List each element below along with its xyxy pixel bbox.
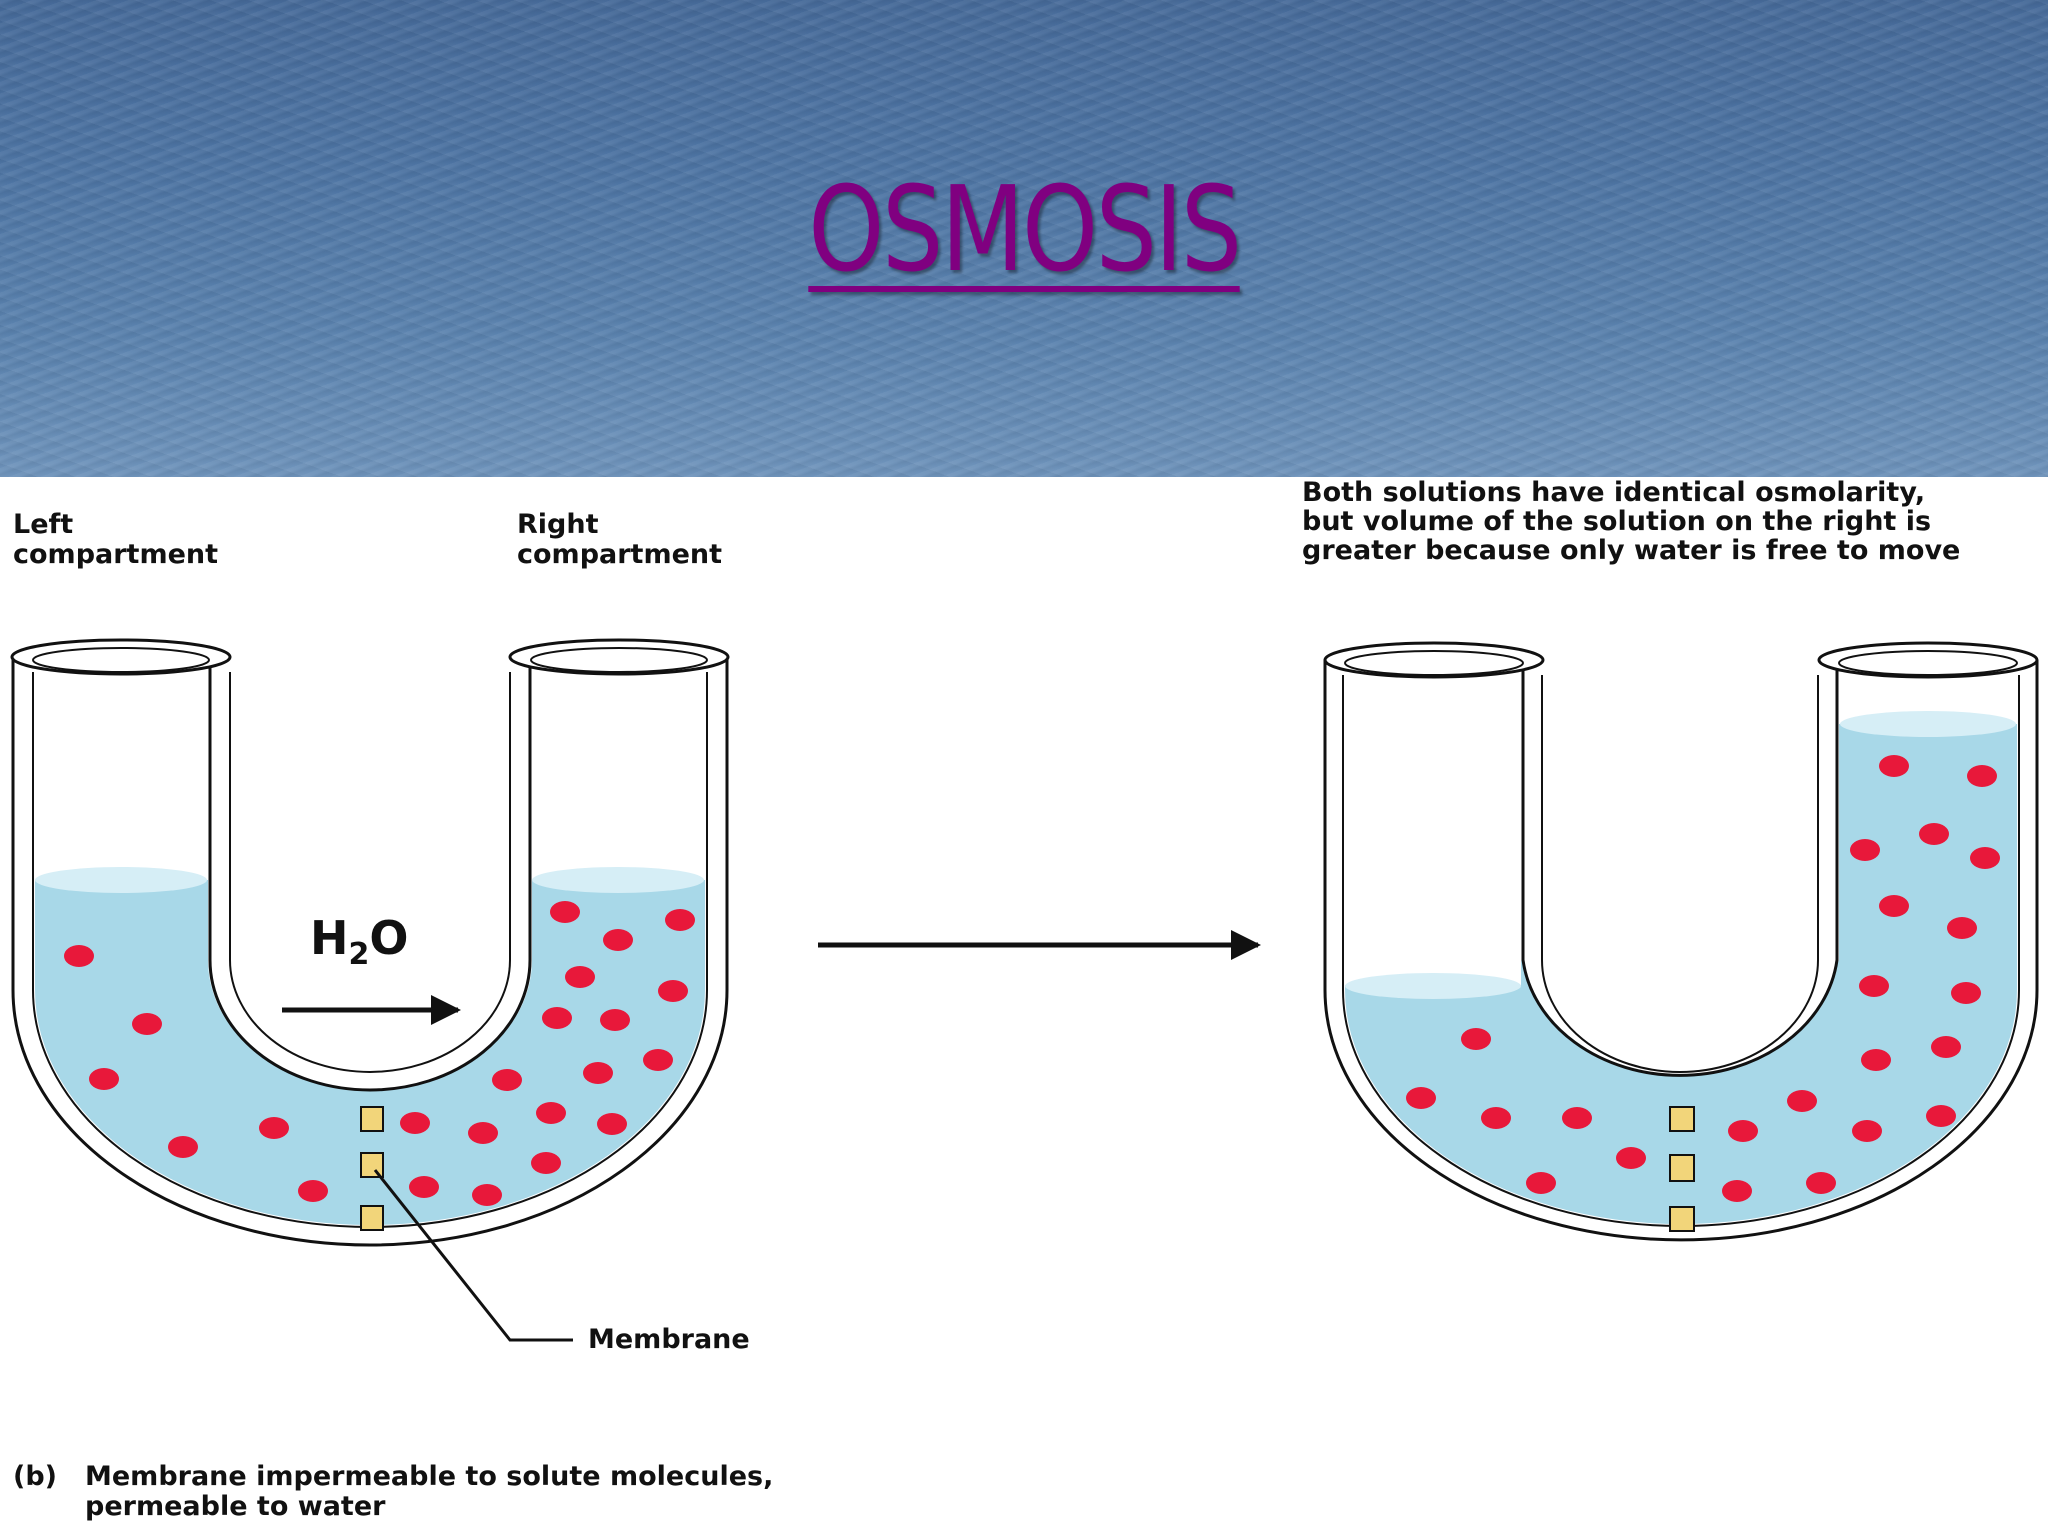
solute-molecule [1931,1036,1961,1058]
membrane-leader-line [373,1169,573,1342]
solute-molecule [1967,765,1997,787]
water-formula-label: H2O [310,911,409,973]
rim-right-arm [508,638,730,676]
water-surface-right [532,867,704,893]
solute-molecule [1806,1172,1836,1194]
solute-molecule [1879,895,1909,917]
solute-molecule [1526,1172,1556,1194]
water-before [35,880,705,1225]
slide-title: OSMOSIS [808,160,1242,298]
solute-molecule [1852,1120,1882,1142]
membrane-pore [1669,1206,1695,1232]
solute-molecule [603,929,633,951]
solute-molecule [89,1068,119,1090]
solute-molecule [542,1007,572,1029]
solute-molecule [132,1013,162,1035]
solute-molecule [583,1062,613,1084]
solute-molecule [565,966,595,988]
solute-molecule [597,1113,627,1135]
u-tube-after [1323,641,2039,1242]
solute-molecule [1859,975,1889,997]
solute-molecule [536,1102,566,1124]
left-compartment-label: Left compartment [13,509,219,570]
membrane-pore [360,1106,384,1132]
solute-molecule [400,1112,430,1134]
solute-molecule [492,1069,522,1091]
membrane-pore [1669,1106,1695,1132]
solute-molecule [1926,1105,1956,1127]
solute-molecule [643,1049,673,1071]
figure-caption: (b) Membrane impermeable to solute molec… [13,1462,1013,1526]
caption-text: Membrane impermeable to solute molecules… [85,1461,774,1522]
u-tube-after-outer-wall [1323,660,2039,1242]
solute-molecule [1481,1107,1511,1129]
membrane-pore [1669,1154,1695,1182]
solute-molecule [472,1184,502,1206]
result-note: Both solutions have identical osmolarity… [1302,477,1961,566]
solute-molecule [1919,823,1949,845]
rim-left-arm [1323,641,1545,679]
membrane-label: Membrane [588,1324,750,1355]
solute-molecule [1406,1087,1436,1109]
solute-molecule [658,980,688,1002]
solute-molecules-before [64,901,695,1206]
solute-molecule [1728,1120,1758,1142]
solute-molecule [1562,1107,1592,1129]
water-after [1345,724,2017,1224]
water-surface-left [1345,973,1521,999]
solute-molecule [1970,847,2000,869]
solute-molecule [1947,917,1977,939]
solute-molecule [1461,1028,1491,1050]
solute-molecule [600,1009,630,1031]
solute-molecule [531,1152,561,1174]
solute-molecule [259,1117,289,1139]
membrane-pore [360,1205,384,1231]
caption-tag: (b) [13,1461,58,1492]
solute-molecule [1722,1180,1752,1202]
title-banner [0,0,2048,477]
u-tube-before [10,638,730,1247]
water-surface-right [1840,711,2016,737]
solute-molecule [1861,1049,1891,1071]
u-tube-before-outer-wall [11,655,729,1247]
solute-molecule [1616,1147,1646,1169]
solute-molecule [64,945,94,967]
solute-molecule [1879,755,1909,777]
solute-molecule [665,909,695,931]
membrane-pore [360,1152,384,1178]
rim-right-arm [1817,641,2039,679]
solute-molecule [1850,839,1880,861]
u-tube-after-inner-bend [1521,660,1839,1077]
solute-molecule [1787,1090,1817,1112]
solute-molecule [550,901,580,923]
solute-molecule [1951,982,1981,1004]
solute-molecule [468,1122,498,1144]
u-tube-before-inner-bend [208,655,532,1092]
solute-molecule [298,1180,328,1202]
rim-left-arm [10,638,232,676]
right-compartment-label: Right compartment [517,509,723,570]
solute-molecules-after [1406,755,2000,1202]
solute-molecule [409,1176,439,1198]
solute-molecule [168,1136,198,1158]
water-surface-left [35,867,207,893]
